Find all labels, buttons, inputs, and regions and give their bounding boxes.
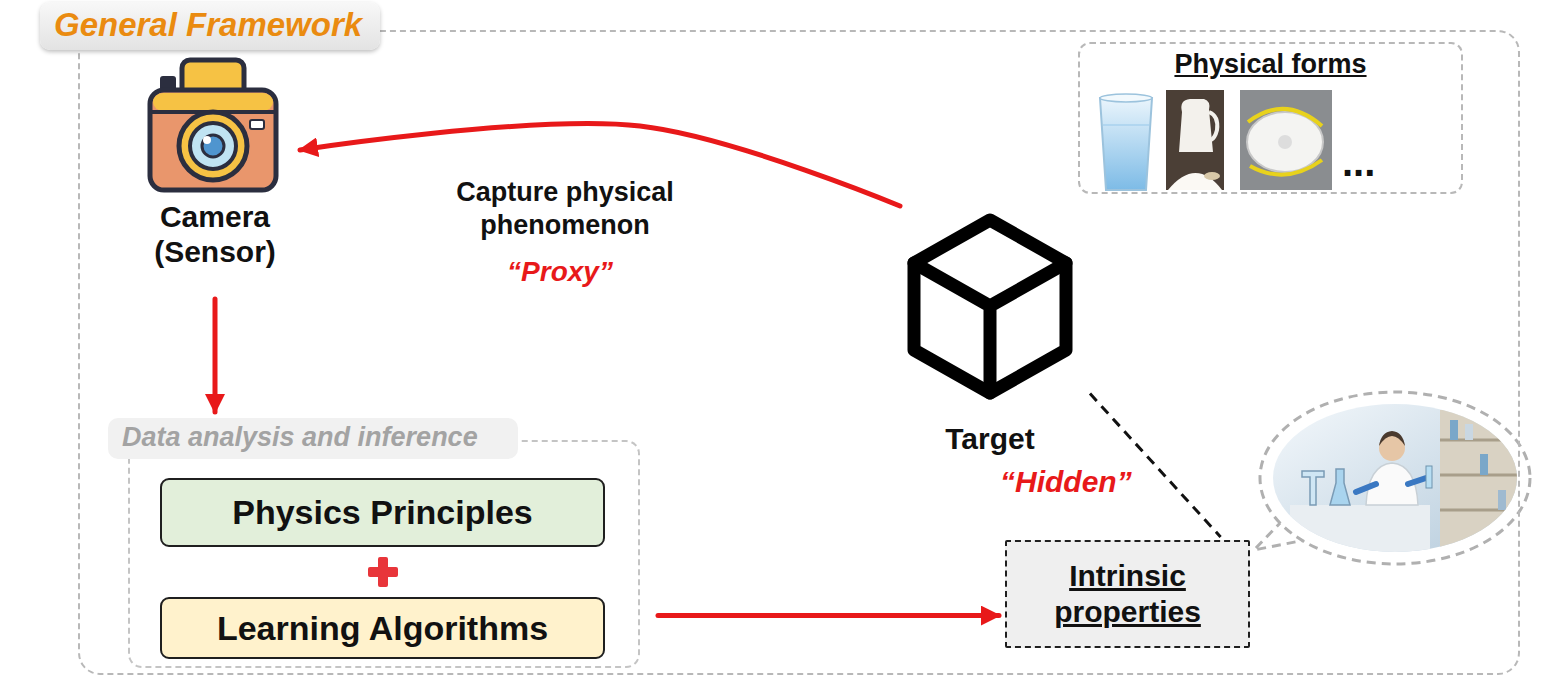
mask-photo-part xyxy=(1250,160,1322,175)
property-box: Intrinsic properties xyxy=(1005,540,1250,648)
lab-photo-part xyxy=(1440,410,1520,550)
lab-photo-part xyxy=(1440,509,1520,512)
mask-photo-part xyxy=(1248,109,1322,126)
label-anchor: “Hidden” xyxy=(1000,465,1160,499)
flow-arrow xyxy=(658,613,999,618)
edge-label: Capture physical phenomenon xyxy=(415,176,715,242)
target-node: Target xyxy=(890,210,1090,465)
water-glass-part xyxy=(1103,124,1149,126)
group-tab: Data analysis and inference xyxy=(108,418,518,459)
plus-sign xyxy=(368,557,398,587)
milk-powder-photo-part xyxy=(1166,90,1224,190)
water-glass-part xyxy=(1100,94,1152,102)
water-glass-part xyxy=(1100,98,1152,190)
ellipsis-mark: ... xyxy=(1342,142,1402,182)
box-heading: Physical forms xyxy=(1084,48,1457,80)
water-glass xyxy=(1100,94,1152,190)
camera-icon-part xyxy=(190,123,236,169)
mask-photo-part xyxy=(1278,135,1292,149)
lab-photo-part xyxy=(1290,505,1430,565)
camera-icon-part xyxy=(203,136,211,144)
camera-icon-part xyxy=(150,90,276,190)
speech-bubble xyxy=(1254,392,1530,565)
analysis-group: Data analysis and inferencePhysics Princ… xyxy=(108,418,640,668)
heading-tab: General Framework xyxy=(40,2,380,50)
process-box: Physics Principles xyxy=(160,478,605,547)
process-box: Learning Algorithms xyxy=(160,597,605,659)
box-label: Physics Principles xyxy=(232,493,533,532)
target-cube-part xyxy=(914,263,1066,393)
box-label: Intrinsic properties xyxy=(1028,558,1228,630)
box-label: Learning Algorithms xyxy=(217,609,548,648)
physical-forms-box: Physical forms... xyxy=(1078,42,1463,194)
node-label: Camera (Sensor) xyxy=(140,200,290,269)
milk-powder-photo xyxy=(1166,90,1224,190)
lab-photo-part xyxy=(1480,454,1488,475)
camera-icon-part xyxy=(250,120,264,129)
lab-photo-part xyxy=(1498,490,1506,510)
lab-photo-part xyxy=(1426,466,1432,488)
camera-icon xyxy=(150,60,276,190)
target-cube-part xyxy=(914,220,1066,393)
camera-icon-part xyxy=(179,112,247,180)
mask-photo xyxy=(1240,90,1332,190)
lab-photo-part xyxy=(1356,484,1376,492)
plus-sign-part xyxy=(378,557,388,587)
node-label: Target xyxy=(890,422,1090,457)
milk-powder-photo-part xyxy=(1209,112,1217,140)
speech-bubble-part xyxy=(1260,392,1530,564)
mask-photo-part xyxy=(1247,112,1323,172)
camera-icon-part xyxy=(202,135,224,157)
milk-powder-photo-part xyxy=(1168,173,1222,190)
camera-node: Camera (Sensor) xyxy=(140,50,290,295)
framework-frame: General FrameworkCamera (Sensor)Physical… xyxy=(78,30,1520,675)
flow-arrow xyxy=(213,299,218,412)
lab-photo-part xyxy=(1408,478,1426,484)
milk-powder-photo-part xyxy=(1204,172,1220,180)
camera-icon-part xyxy=(153,93,273,111)
label-anchor: “Proxy” xyxy=(480,256,640,288)
lab-photo-part xyxy=(1379,431,1405,446)
lab-photo-part xyxy=(1450,420,1458,440)
lab-photo-part xyxy=(1302,471,1324,505)
lab-photo-part xyxy=(1330,469,1350,505)
mask-photo-part xyxy=(1240,90,1332,190)
lab-photo xyxy=(1270,400,1522,565)
milk-powder-photo-part xyxy=(1179,99,1213,152)
annotation-label: “Proxy” xyxy=(507,256,613,288)
edge-label-anchor: Capture physical phenomenon xyxy=(415,176,715,242)
lab-photo-part xyxy=(1465,424,1473,440)
annotation-label: “Hidden” xyxy=(1000,465,1132,499)
target-cube xyxy=(914,220,1066,393)
